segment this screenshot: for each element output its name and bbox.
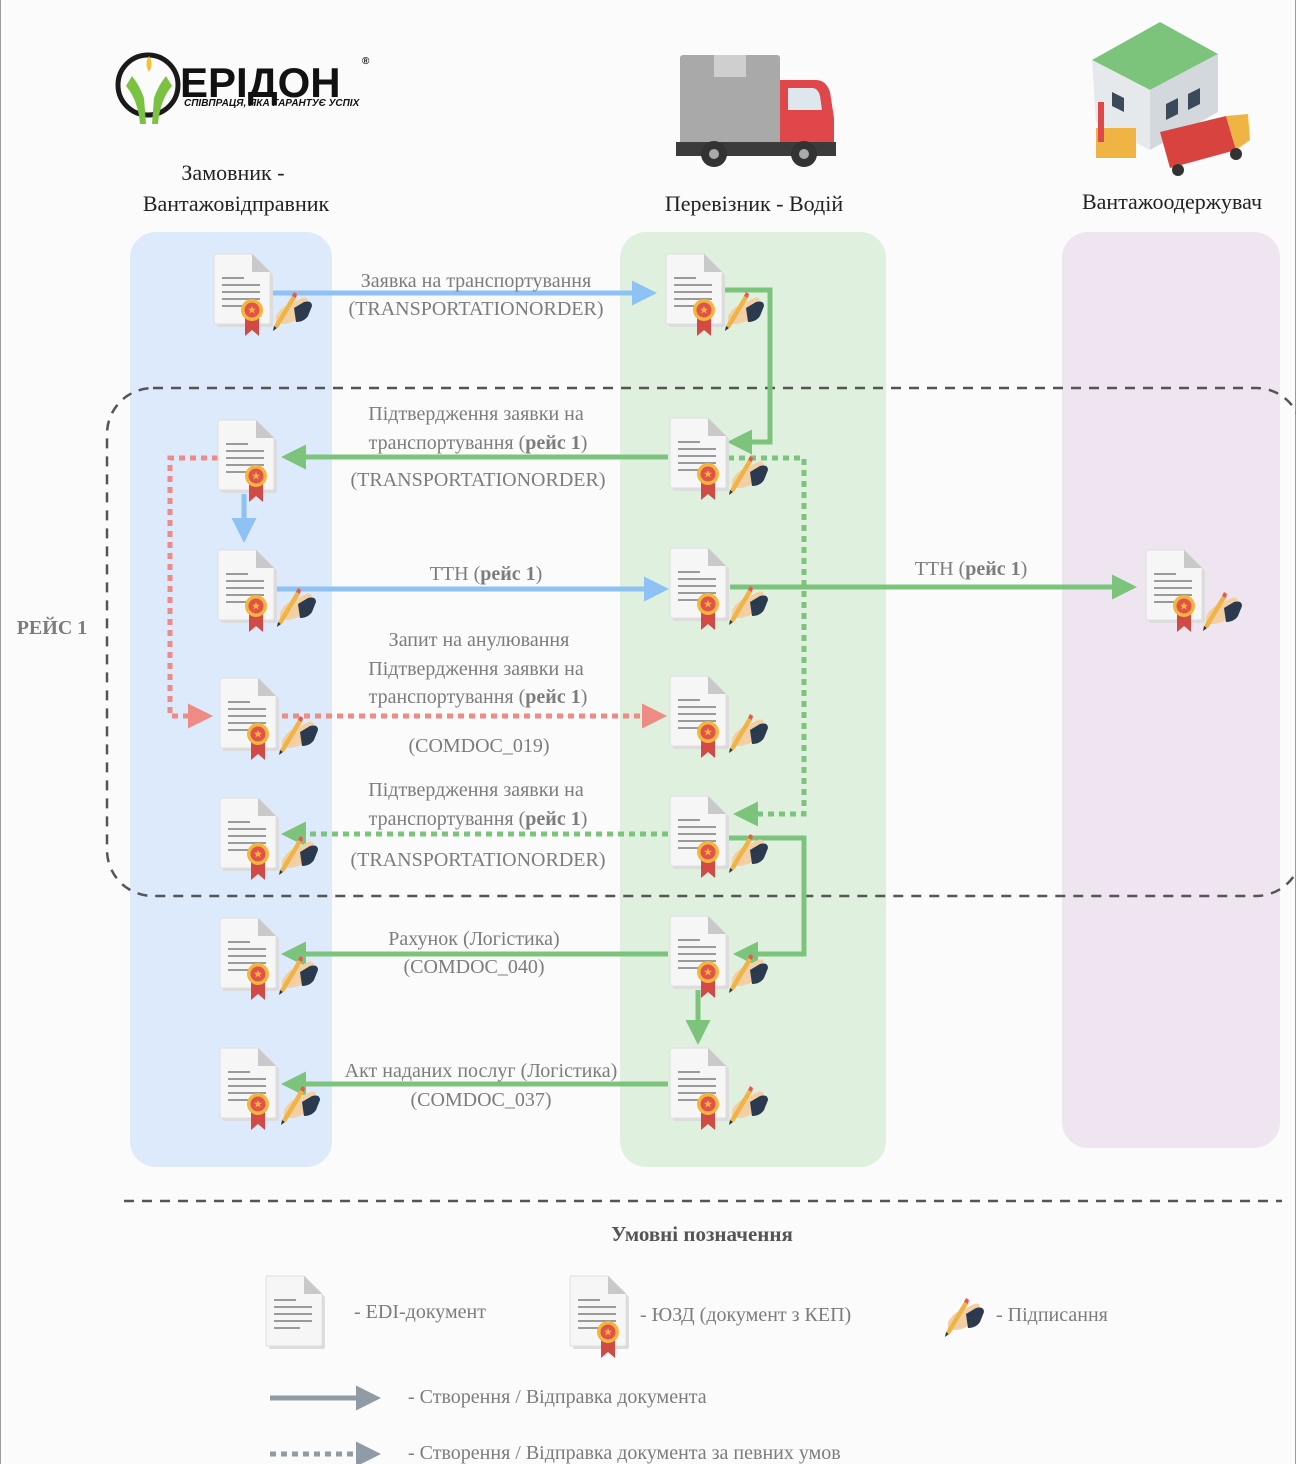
- logo-slogan: СПІВПРАЦЯ, ЯКА ГАРАНТУЄ УСПІХ: [184, 98, 361, 109]
- warehouse-icon: [1092, 22, 1250, 176]
- legend-edi-label: - EDI-документ: [354, 1301, 486, 1323]
- label-confirm: Підтвердження заявки на транспортування …: [351, 403, 606, 491]
- legend-yuzd-label: - ЮЗД (документ з КЕП): [640, 1304, 851, 1326]
- receiver-header: Вантажоодержувач: [1082, 189, 1262, 214]
- label-invoice-line1: Рахунок (Логістика): [388, 928, 559, 950]
- logo-name: ЕРІДОН: [180, 59, 341, 106]
- truck-icon: [676, 55, 836, 167]
- arrow-carrier-confirm-link: [724, 287, 773, 455]
- legend-yuzd-icon: [570, 1276, 629, 1358]
- arrow-invoice-link: [724, 835, 807, 967]
- eridon-logo: ЕРІДОН ® СПІВПРАЦЯ, ЯКА ГАРАНТУЄ УСПІХ: [115, 52, 370, 124]
- label-cancel-line3: транспортування (рейс 1): [369, 686, 588, 708]
- label-cancel-line1: Запит на анулювання: [389, 629, 570, 651]
- label-act: Акт наданих послуг (Логістика) (COMDOC_0…: [345, 1060, 618, 1111]
- legend-signing-label: - Підписання: [996, 1304, 1108, 1326]
- receiver-lane: [1062, 232, 1280, 1148]
- label-confirm-line2: транспортування (рейс 1): [369, 432, 588, 454]
- label-order: Заявка на транспортування (TRANSPORTATIO…: [349, 270, 604, 320]
- carrier-header: Перевізник - Водій: [665, 191, 844, 216]
- label-confirm2-line3: (TRANSPORTATIONORDER): [351, 849, 606, 871]
- label-invoice-line2: (COMDOC_040): [403, 956, 544, 978]
- trip-1-label: РЕЙС 1: [17, 616, 88, 639]
- label-act-line1: Акт наданих послуг (Логістика): [345, 1060, 618, 1082]
- label-cancel: Запит на анулювання Підтвердження заявки…: [368, 629, 587, 757]
- legend-edi-icon: [265, 1275, 326, 1350]
- legend-signing-icon: [945, 1298, 984, 1337]
- legend-dotted-arrow-label: - Створення / Відправка документа за пев…: [408, 1442, 841, 1464]
- label-confirm-line3: (TRANSPORTATIONORDER): [351, 469, 606, 491]
- label-confirm2-line2: транспортування (рейс 1): [369, 808, 588, 830]
- legend-solid-arrow-label: - Створення / Відправка документа: [408, 1386, 707, 1408]
- label-cancel-line4: (COMDOC_019): [408, 735, 549, 757]
- label-ttn-sender: ТТН (рейс 1): [430, 563, 543, 585]
- arrow-cancel-link: [167, 455, 218, 729]
- trip-1-group: [105, 386, 1296, 898]
- label-confirm2-line1: Підтвердження заявки на: [368, 779, 584, 801]
- label-order-line2: (TRANSPORTATIONORDER): [349, 298, 604, 320]
- label-ttn-receiver: ТТН (рейс 1): [915, 558, 1028, 580]
- sender-header-line2: Вантажовідправник: [143, 191, 330, 216]
- label-cancel-line2: Підтвердження заявки на: [368, 658, 584, 680]
- arrow-reconfirm-link: [728, 455, 807, 827]
- label-order-line1: Заявка на транспортування: [361, 270, 591, 292]
- legend-title: Умовні позначення: [611, 1222, 793, 1246]
- sender-doc-confirm: [218, 420, 277, 502]
- label-confirm2: Підтвердження заявки на транспортування …: [351, 779, 606, 871]
- left-border: [0, 0, 1, 1464]
- carrier-lane: [620, 232, 886, 1167]
- label-invoice: Рахунок (Логістика) (COMDOC_040): [388, 928, 559, 978]
- label-act-line2: (COMDOC_037): [410, 1089, 551, 1111]
- sender-header-line1: Замовник -: [181, 160, 284, 185]
- logo-registered-mark: ®: [362, 56, 370, 67]
- label-confirm-line1: Підтвердження заявки на: [368, 403, 584, 425]
